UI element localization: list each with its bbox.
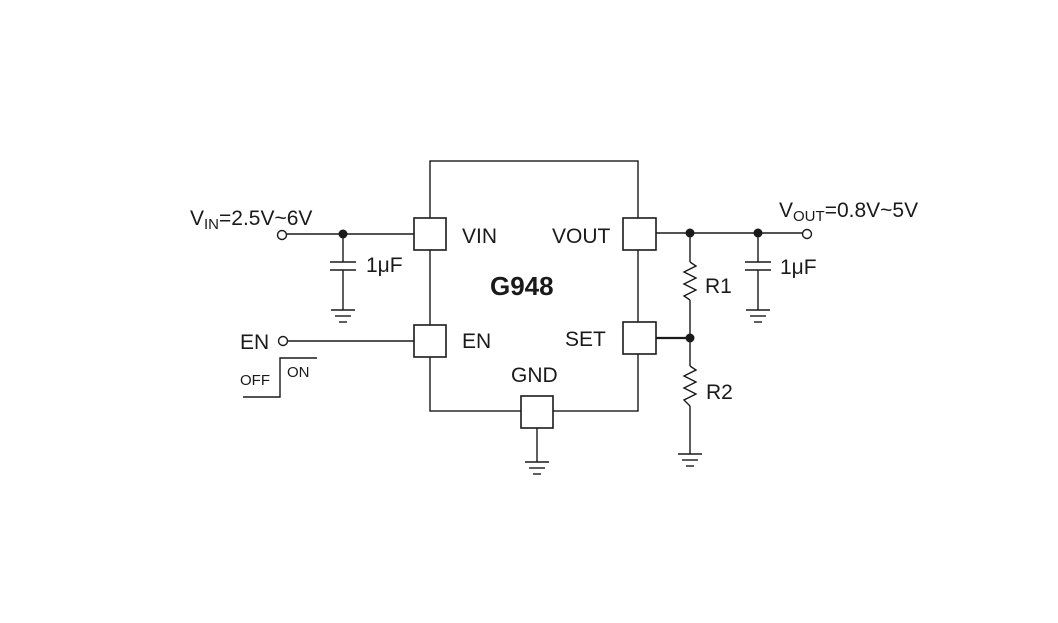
pin-vout-label: VOUT [552,225,611,248]
vout-terminal [801,228,813,240]
ground-symbol-output [746,309,770,323]
vin-terminal [276,229,288,241]
ground-symbol-r2 [678,453,702,467]
r2-label: R2 [706,381,733,404]
output-capacitor [745,233,771,310]
pin-vin [413,217,447,251]
pin-gnd-label: GND [511,364,558,387]
input-capacitor-label: 1μF [366,254,403,277]
pin-vin-label: VIN [462,225,497,248]
input-capacitor [330,234,356,310]
en-step-waveform [243,357,317,398]
pin-gnd [520,395,554,429]
output-capacitor-label: 1μF [780,256,817,279]
r1-label: R1 [705,275,732,298]
pin-set-label: SET [565,328,606,351]
ground-symbol-ic [525,461,549,475]
en-terminal [277,335,289,347]
en-on-label: ON [287,364,310,381]
vout-label: VOUT=0.8V~5V [779,199,918,225]
vin-label: VIN=2.5V~6V [190,207,312,233]
en-off-label: OFF [240,372,270,389]
chip-name: G948 [490,271,554,301]
resistor-r1 [682,233,698,338]
pin-set [622,321,657,355]
resistor-r2 [682,338,698,454]
pin-en-label: EN [462,330,491,353]
ground-symbol-input [331,309,355,323]
pin-vout [622,217,657,251]
pin-en [413,324,447,358]
en-label: EN [240,331,269,354]
